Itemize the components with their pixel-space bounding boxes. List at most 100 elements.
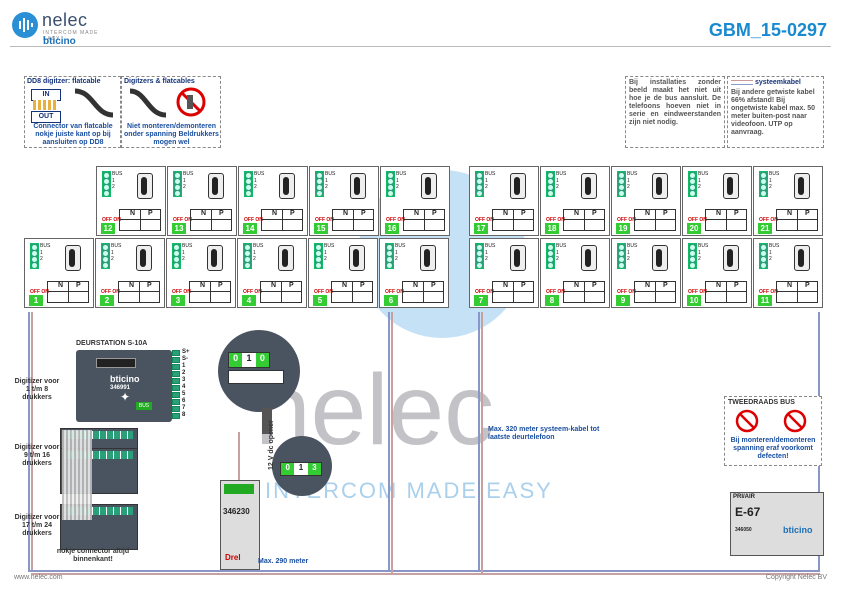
digitizer-2-label: Digitizer voor 9 t/m 16 drukkers	[14, 444, 60, 467]
bus-terminal	[173, 171, 182, 197]
p-label: P	[663, 282, 668, 289]
phone-number: 7	[474, 295, 488, 306]
flatcable-title: DD8 digitzer: flatcable	[27, 78, 101, 85]
door-station-terminal-label: 1	[182, 363, 186, 369]
power-unit-label: Drel	[225, 553, 241, 562]
digitzers-title: Digitzers & flatcables	[124, 78, 195, 85]
door-station-terminal-label: 2	[182, 370, 186, 376]
p-label: P	[734, 210, 739, 217]
p-label: P	[521, 210, 526, 217]
off-on-switch: OFF ON	[30, 289, 49, 295]
door-station-terminal-label: 3	[182, 377, 186, 383]
n-label: N	[272, 210, 278, 217]
p-label: P	[360, 282, 365, 289]
handset-icon	[207, 245, 223, 271]
document-id: GBM_15-0297	[708, 20, 827, 40]
n-label: N	[787, 282, 793, 289]
handset-icon	[723, 245, 739, 271]
off-on-switch: OFF ON	[688, 217, 707, 223]
bus-terminal	[386, 171, 395, 197]
two-wire-box: TWEEDRAADS BUS Bij monteren/demonteren s…	[724, 396, 822, 466]
bus-terminal	[617, 243, 626, 269]
p-label: P	[148, 210, 153, 217]
off-on-switch: OFF ON	[314, 289, 333, 295]
n-label: N	[343, 210, 349, 217]
bus-terminal	[314, 243, 323, 269]
handset-icon	[652, 245, 668, 271]
handset-icon	[208, 173, 224, 199]
n-label: N	[129, 282, 135, 289]
door-station-brand: bticino	[110, 374, 140, 384]
installation-info-box: Bij installaties zonder beeld maakt het …	[625, 76, 725, 148]
handset-icon	[421, 173, 437, 199]
handset-icon	[349, 245, 365, 271]
handset-icon	[723, 173, 739, 199]
door-station-bus-label: BUS	[136, 402, 152, 410]
n-label: N	[645, 210, 651, 217]
door-station-terminal-label: 4	[182, 384, 186, 390]
flatcable-icon	[73, 87, 115, 119]
n-label: N	[645, 282, 651, 289]
footer-url[interactable]: www.nelec.com	[14, 574, 63, 581]
off-on-switch: OFF ON	[243, 289, 262, 295]
n-label: N	[130, 210, 136, 217]
bus-terminal	[101, 243, 110, 269]
opener	[262, 408, 272, 434]
phone-number: 19	[616, 223, 630, 234]
max-320-label: Max. 320 meter systeem-kabel tot laatste…	[488, 426, 600, 441]
n-label: N	[574, 210, 580, 217]
n-label: N	[503, 282, 509, 289]
door-station-terminal	[172, 357, 180, 363]
psu-code: 346050	[735, 527, 752, 533]
logo-name: nelec	[42, 10, 88, 30]
flatcable-info-box: DD8 digitzer: flatcable IN OUT Connector…	[24, 76, 121, 148]
bluetooth-icon: ✦	[120, 390, 131, 404]
phone-number: 10	[687, 295, 701, 306]
door-station-terminal	[172, 378, 180, 384]
handset-icon	[420, 245, 436, 271]
p-label: P	[219, 210, 224, 217]
zoom-digit: 1	[246, 353, 252, 363]
off-on-switch: OFF ON	[244, 217, 263, 223]
zoom-digit-box: 0 1 0	[228, 352, 270, 368]
door-station-terminal	[172, 399, 180, 405]
handset-icon	[279, 173, 295, 199]
p-label: P	[76, 282, 81, 289]
handset-icon	[350, 173, 366, 199]
phone-number: 15	[314, 223, 328, 234]
p-label: P	[734, 282, 739, 289]
off-on-switch: OFF ON	[102, 217, 121, 223]
n-label: N	[413, 282, 419, 289]
bus-terminal	[688, 243, 697, 269]
off-on-switch: OFF ON	[101, 289, 120, 295]
phone-number: 20	[687, 223, 701, 234]
digitzers-info-box: Digitzers & flatcables Niet monteren/dem…	[121, 76, 221, 148]
off-on-switch: OFF ON	[475, 217, 494, 223]
p-label: P	[431, 282, 436, 289]
off-on-switch: OFF ON	[386, 217, 405, 223]
handset-icon	[581, 245, 597, 271]
